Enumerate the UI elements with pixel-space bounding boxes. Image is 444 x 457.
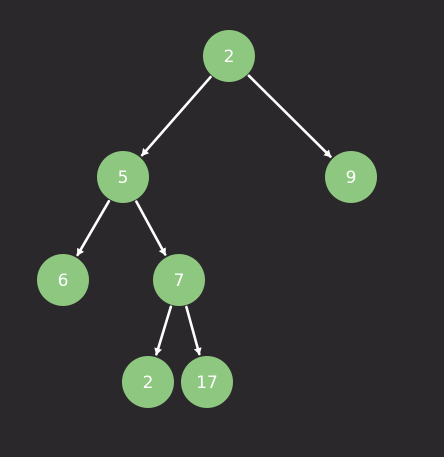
node-n17: 17 [181,356,233,408]
node-n2b: 2 [122,356,174,408]
node-n9-label: 9 [346,168,357,188]
node-root-circle [203,30,255,82]
node-n5-label: 5 [118,168,129,188]
node-n7-circle [153,254,205,306]
node-n9: 9 [325,151,377,203]
node-n5-circle [97,151,149,203]
nodes: 2 5 9 6 7 2 17 [37,30,377,408]
node-n5: 5 [97,151,149,203]
edges [76,74,332,356]
edge-n7-to-n17 [185,305,202,356]
node-n2b-circle [122,356,174,408]
edge-n5-to-n7 [135,200,167,256]
node-n6: 6 [37,254,89,306]
node-root-label: 2 [224,47,235,67]
node-root: 2 [203,30,255,82]
edge-root-to-n9 [247,74,332,158]
edge-n7-to-n2b [154,305,173,356]
edge-n5-to-n6 [76,199,111,257]
node-n7-label: 7 [174,271,185,291]
node-n9-circle [325,151,377,203]
node-n2b-label: 2 [143,373,154,393]
edge-root-to-n5 [140,75,212,157]
node-n6-circle [37,254,89,306]
node-n17-circle [181,356,233,408]
node-n17-label: 17 [196,373,218,393]
node-n6-label: 6 [58,271,69,291]
node-n7: 7 [153,254,205,306]
